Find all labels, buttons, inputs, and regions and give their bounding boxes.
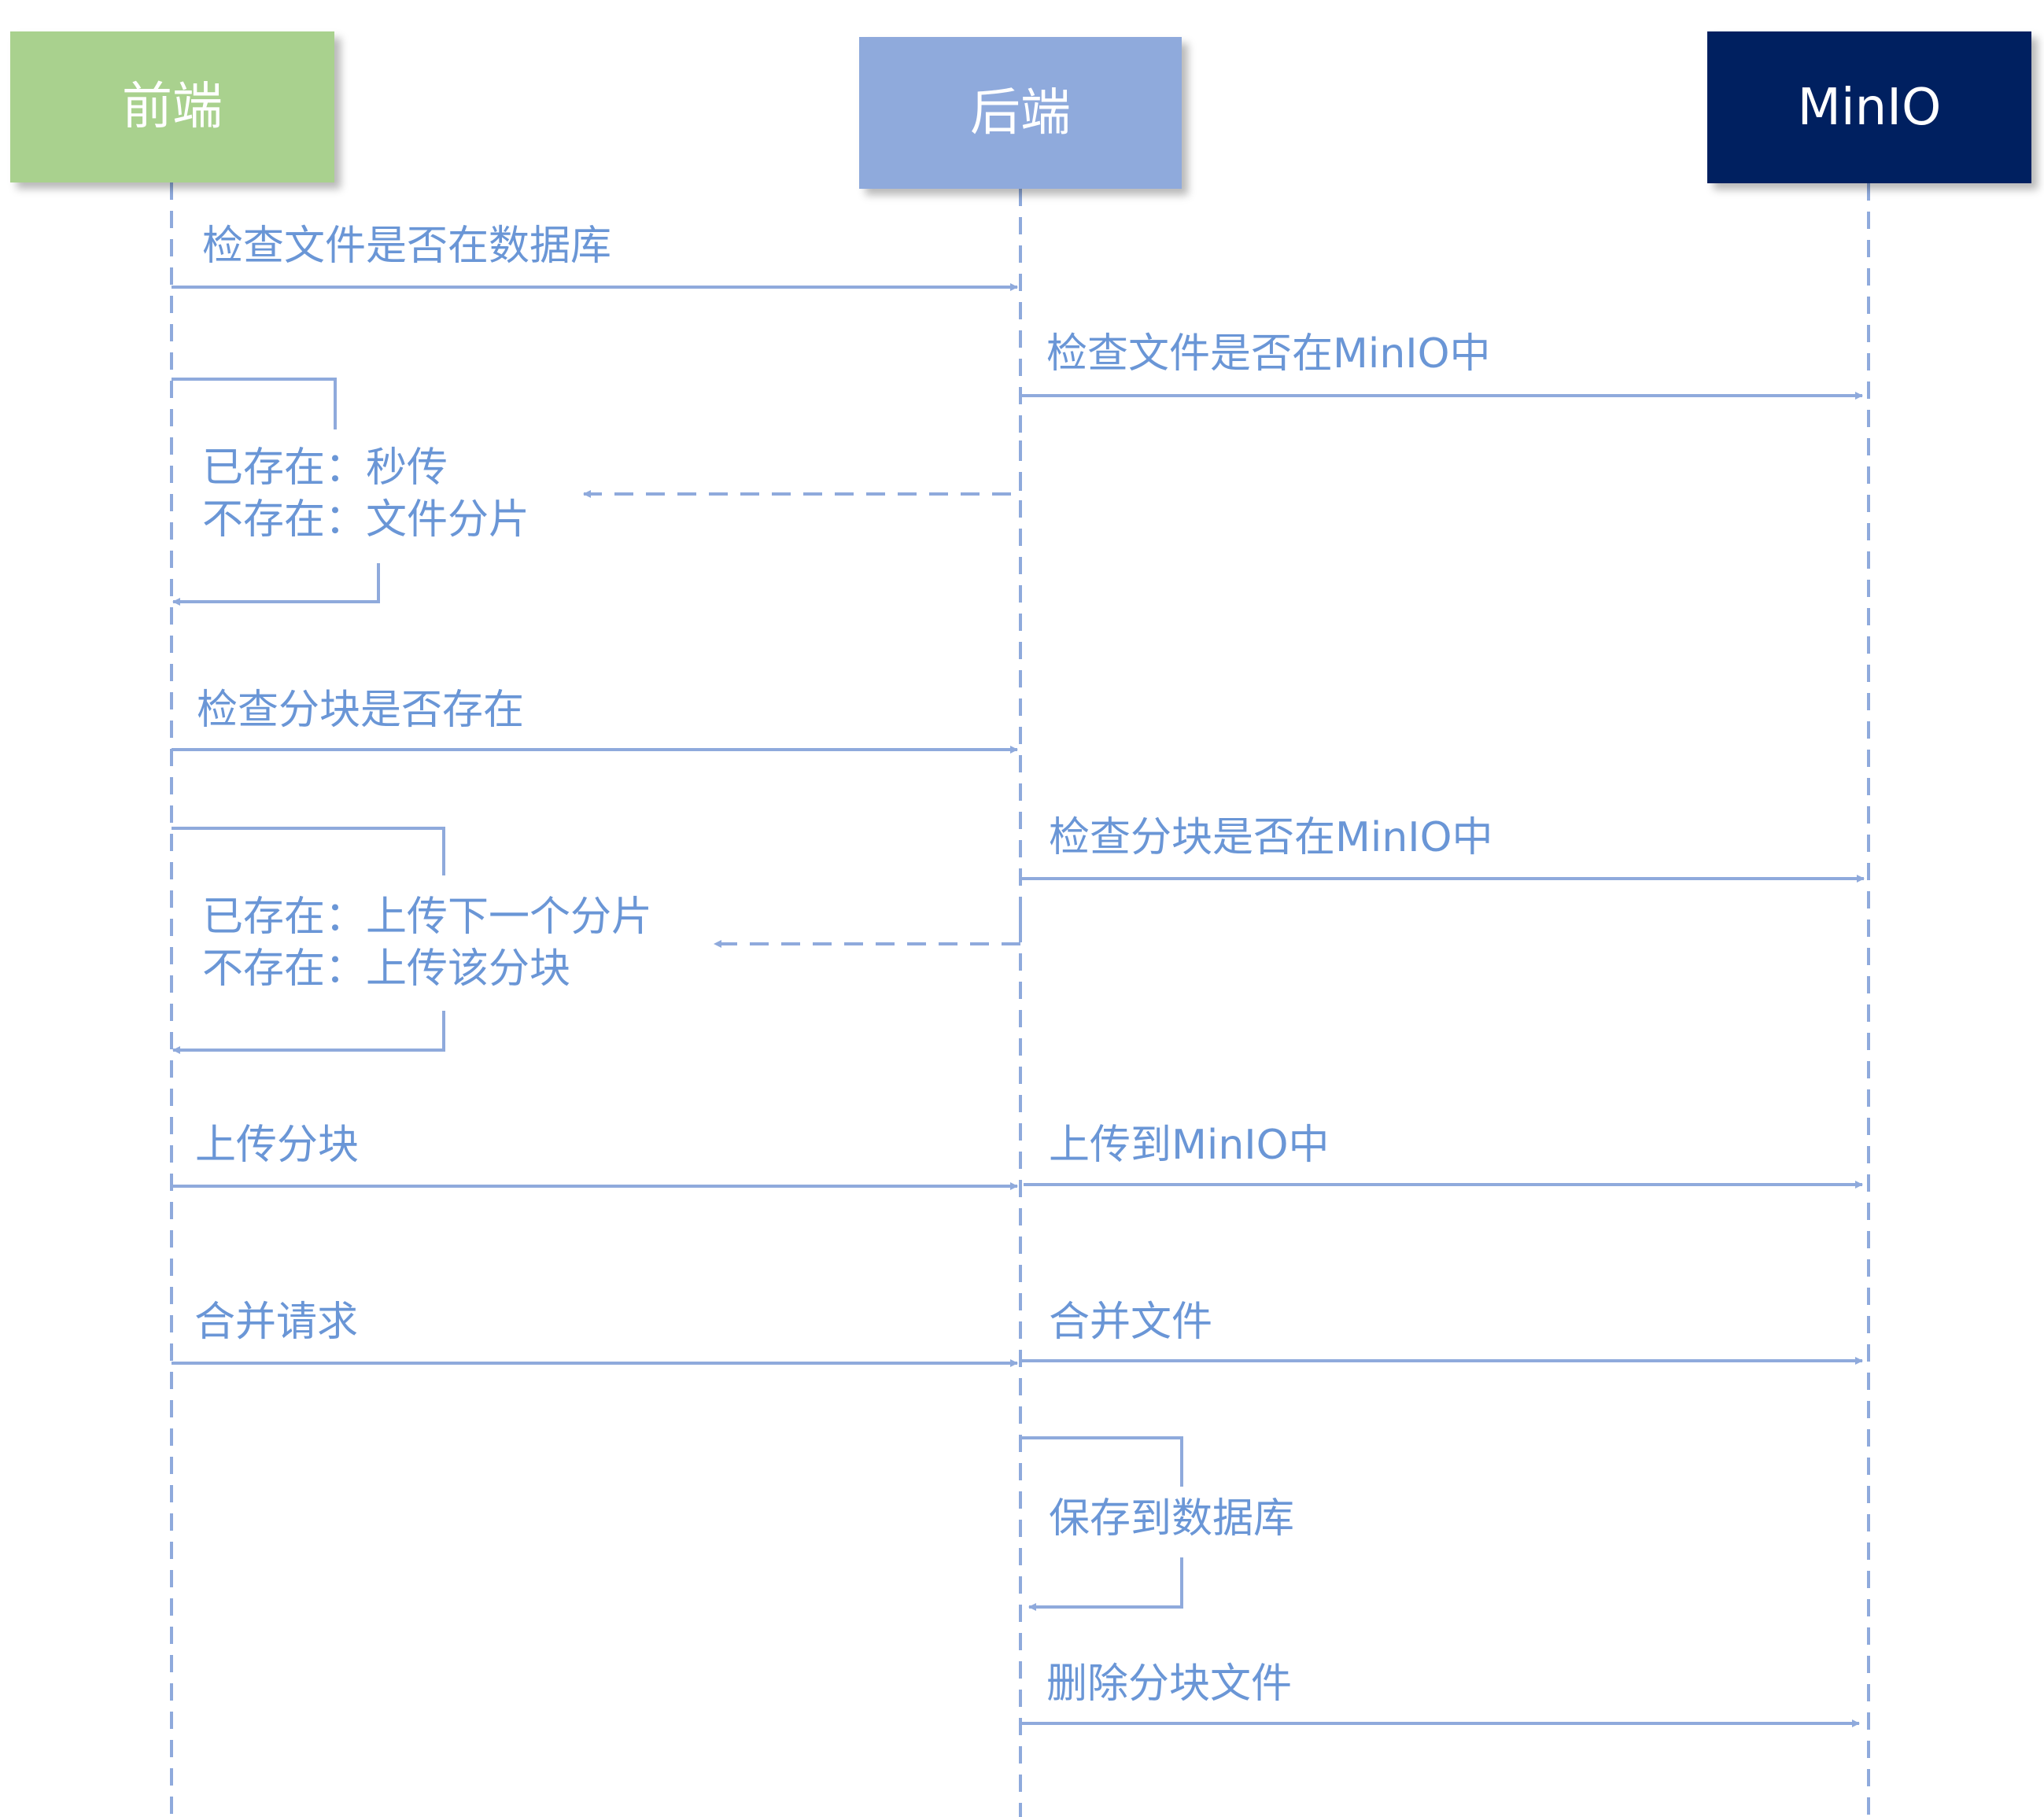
message-label-check-file-minio: 检查文件是否在MinIO中 [1046, 330, 1491, 378]
message-label-file-exists-result: 已存在：秒传 不存在：文件分片 [202, 444, 530, 544]
message-label-check-chunk: 检查分块是否存在 [197, 687, 525, 734]
bracket-save-db-top [1020, 1436, 1183, 1487]
bracket-file-exists-bottom [172, 563, 380, 606]
bracket-chunk-exists-top [172, 827, 445, 875]
participant-frontend: 前端 [10, 31, 334, 182]
bracket-file-exists-top [172, 378, 337, 429]
participant-minio-label: MinIO [1797, 78, 1942, 137]
message-label-merge-request: 合并请求 [194, 1299, 359, 1346]
message-label-save-to-db: 保存到数据库 [1049, 1495, 1295, 1542]
participant-backend: 后端 [859, 37, 1182, 189]
arrow-save-to-db-return [1028, 1557, 1183, 1611]
message-label-check-chunk-minio: 检查分块是否在MinIO中 [1049, 814, 1493, 861]
arrow-file-exists-return [583, 440, 1022, 498]
message-label-delete-chunks: 删除分块文件 [1046, 1660, 1293, 1708]
message-label-upload-to-minio: 上传到MinIO中 [1049, 1122, 1330, 1169]
message-label-check-file-db: 检查文件是否在数据库 [202, 223, 612, 270]
participant-minio: MinIO [1707, 31, 2031, 183]
participant-backend-label: 后端 [970, 83, 1071, 142]
message-label-upload-chunk: 上传分块 [195, 1122, 360, 1169]
message-label-merge-files: 合并文件 [1049, 1299, 1213, 1346]
bracket-chunk-exists-bottom [172, 1011, 445, 1054]
arrow-chunk-exists-return [714, 912, 1022, 948]
message-label-chunk-exists-result: 已存在：上传下一个分片 不存在：上传该分块 [202, 894, 653, 993]
participant-frontend-label: 前端 [122, 78, 223, 136]
